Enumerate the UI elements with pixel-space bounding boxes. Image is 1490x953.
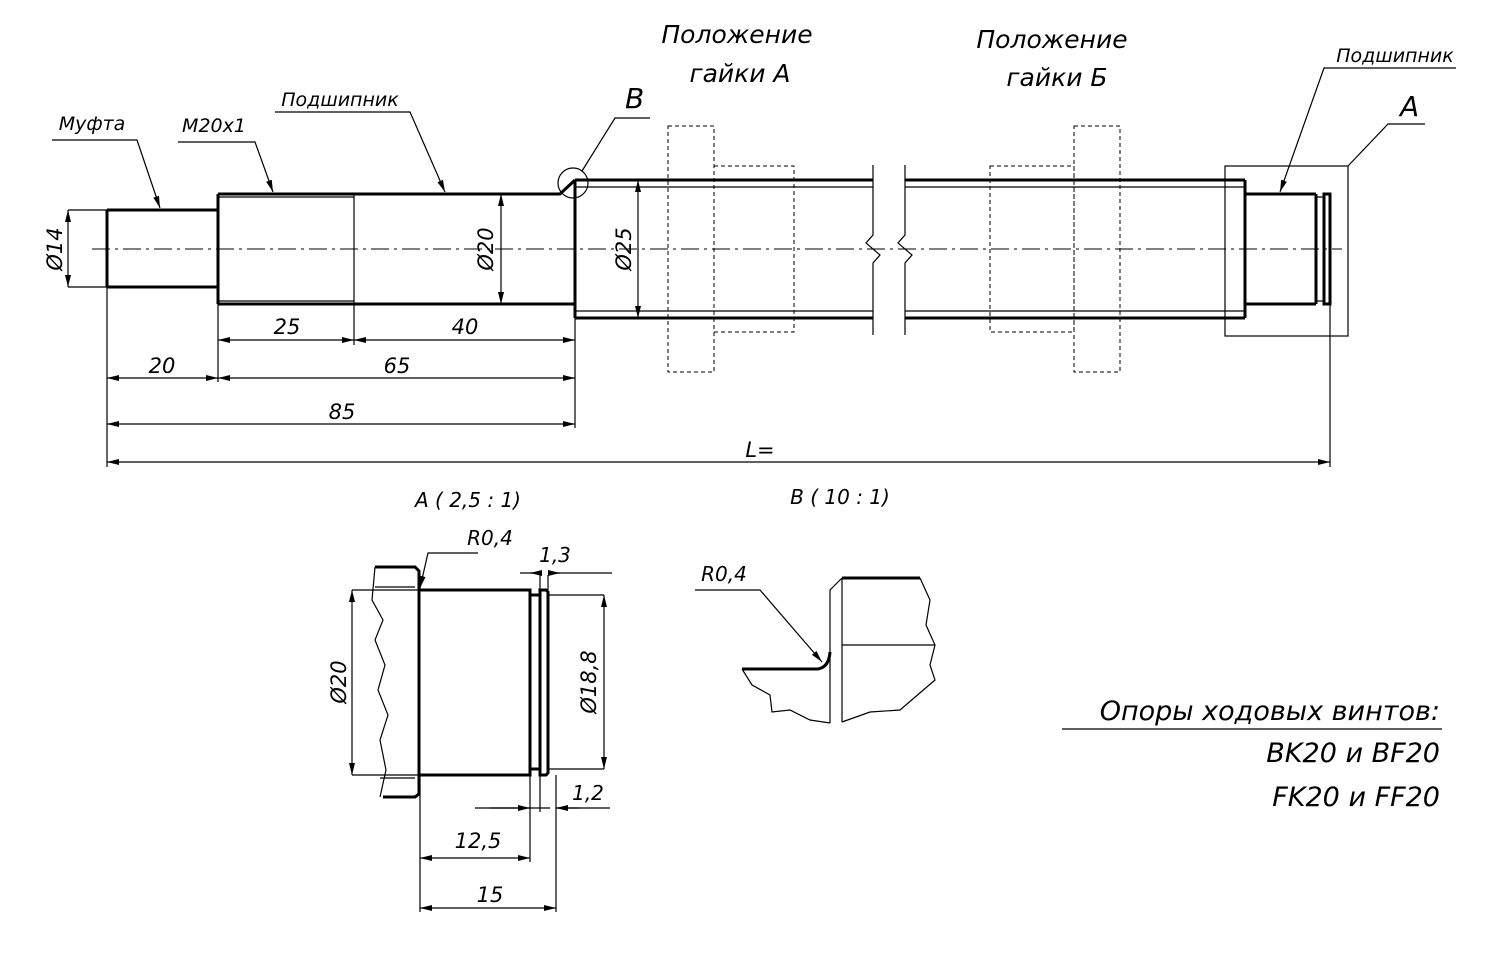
flange-chamfer-lines bbox=[375, 586, 415, 779]
coupling-leader bbox=[52, 139, 161, 209]
notes-line-1: BK20 и BF20 bbox=[1266, 738, 1440, 769]
radius-leader bbox=[419, 552, 478, 589]
dim-d25-label: Ø25 bbox=[612, 227, 636, 271]
right-bearing-journal bbox=[1245, 192, 1318, 306]
detail-a-view: A ( 2,5 : 1) Ø20 Ø18,8 R0,4 1,3 1,2 12,5… bbox=[327, 488, 612, 912]
dim-65-label: 65 bbox=[384, 354, 411, 378]
bearing-right-label: Подшипник bbox=[1336, 45, 1454, 67]
nut-b-body bbox=[989, 165, 1075, 333]
callout-a-label: A bbox=[1398, 90, 1419, 123]
dim-1-2-label: 1,2 bbox=[572, 781, 604, 805]
length-extension-lines bbox=[106, 287, 1331, 467]
bearing-left-label: Подшипник bbox=[281, 89, 399, 111]
bearing-right-leader bbox=[1279, 67, 1456, 193]
dim-12-5-label: 12,5 bbox=[455, 829, 502, 853]
main-shaft-view: A B Положение гайки А Положение гайки Б … bbox=[43, 20, 1456, 467]
thread-section bbox=[218, 194, 355, 304]
thread-leader bbox=[178, 141, 274, 193]
nut-a-label-2: гайки А bbox=[689, 59, 790, 88]
callout-b-label: B bbox=[625, 82, 644, 115]
break-edge bbox=[371, 566, 389, 798]
detail-a-frame bbox=[1224, 165, 1349, 337]
dim-a-d18-8-label: Ø18,8 bbox=[577, 650, 601, 714]
step-outline bbox=[742, 576, 920, 671]
break-lines bbox=[865, 165, 913, 335]
step-edges bbox=[829, 577, 935, 723]
coupling-label: Муфта bbox=[59, 113, 126, 135]
dim-85-label: 85 bbox=[329, 400, 356, 424]
nut-a-label-1: Положение bbox=[661, 20, 812, 49]
journal-outline bbox=[420, 588, 550, 777]
flange-outline bbox=[375, 565, 421, 799]
nut-b-flange bbox=[1073, 125, 1121, 373]
notes: Опоры ходовых винтов: BK20 и BF20 FK20 и… bbox=[1062, 696, 1442, 813]
detail-a-title: A ( 2,5 : 1) bbox=[413, 488, 521, 512]
detail-b-leader bbox=[581, 117, 650, 172]
notes-line-2: FK20 и FF20 bbox=[1272, 782, 1440, 813]
thread-label: M20x1 bbox=[182, 115, 246, 137]
detail-b-title: B ( 10 : 1) bbox=[790, 485, 890, 509]
bearing-left-leader bbox=[275, 111, 446, 193]
dim-1-3-lines bbox=[520, 572, 612, 590]
nut-b-label-2: гайки Б bbox=[1006, 63, 1107, 92]
notes-heading: Опоры ходовых винтов: bbox=[1100, 696, 1440, 727]
dim-a-d20-label: Ø20 bbox=[327, 660, 351, 704]
dim-20-label: 20 bbox=[149, 354, 176, 378]
dim-15-label: 15 bbox=[477, 883, 504, 907]
dim-d14-extension-lines bbox=[68, 209, 107, 288]
break-edges bbox=[741, 577, 936, 724]
bearing-journal bbox=[218, 178, 577, 306]
screw-thread-root bbox=[575, 186, 1245, 312]
nut-b-label-1: Положение bbox=[976, 25, 1127, 54]
coupling-journal bbox=[105, 194, 220, 304]
detail-b-circle bbox=[557, 167, 589, 199]
dim-1-3-label: 1,3 bbox=[539, 543, 571, 567]
dim-a-length-lines bbox=[419, 775, 610, 912]
dim-total-label: L= bbox=[745, 438, 774, 462]
nut-a-body bbox=[713, 165, 795, 333]
dim-d14-label: Ø14 bbox=[43, 227, 67, 271]
dim-25-label: 25 bbox=[274, 315, 301, 339]
radius-b-label: R0,4 bbox=[701, 562, 747, 586]
diameter-extension-lines bbox=[352, 589, 604, 776]
screw-body bbox=[573, 178, 1247, 320]
detail-a-leader bbox=[1347, 123, 1425, 167]
dim-d20-label: Ø20 bbox=[474, 227, 498, 271]
detail-b-view: B ( 10 : 1) R0,4 bbox=[695, 485, 936, 724]
radius-b-leader bbox=[695, 589, 823, 663]
dim-40-label: 40 bbox=[452, 315, 479, 339]
radius-a-label: R0,4 bbox=[467, 526, 513, 550]
